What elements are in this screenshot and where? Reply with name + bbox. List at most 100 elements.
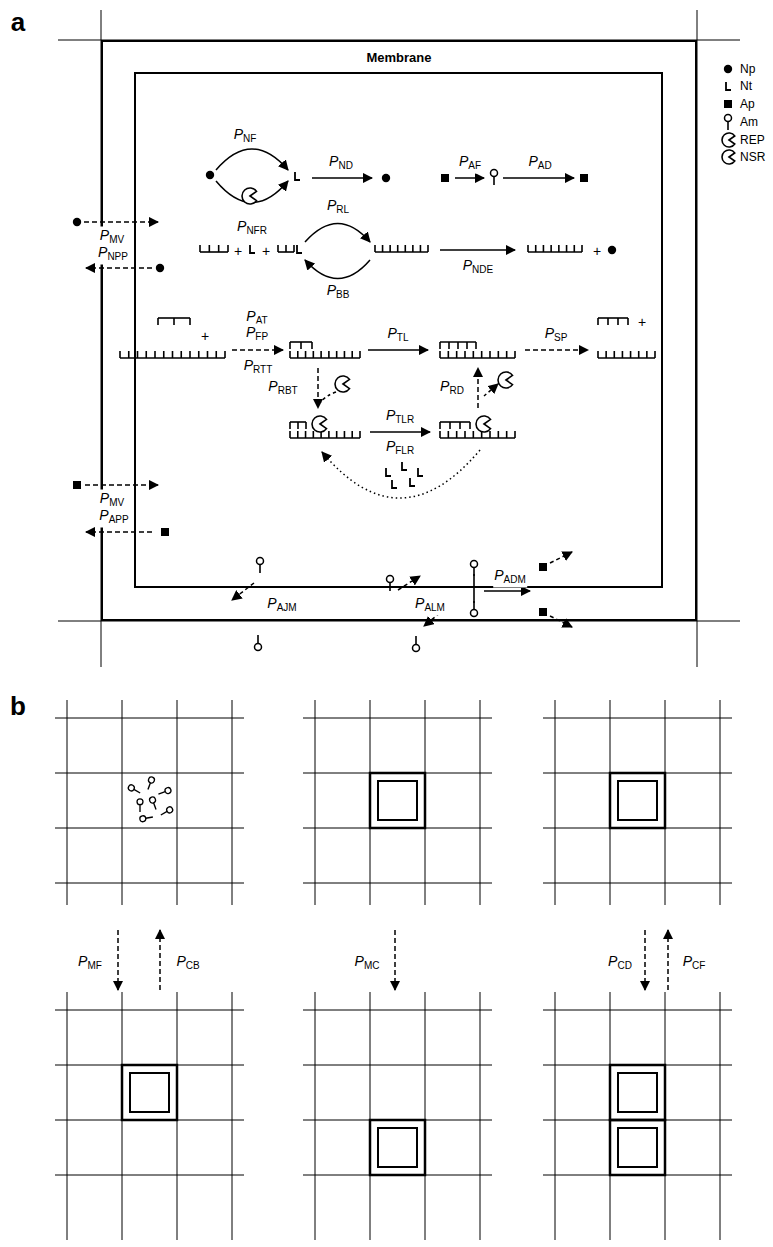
- strand-base: [320, 351, 322, 358]
- strand-base: [439, 342, 441, 349]
- strand-backbone: [440, 357, 515, 359]
- am-stem: [259, 565, 261, 574]
- grid-line: [720, 992, 721, 1240]
- strand-base: [456, 351, 458, 358]
- am-stem: [389, 583, 391, 592]
- strand-base: [305, 422, 307, 429]
- strand-base: [469, 422, 471, 429]
- rate-symbol: P: [268, 378, 277, 394]
- rate-subscript: NDE: [472, 264, 493, 275]
- panel-letter: b: [9, 692, 27, 720]
- legend-text: NSR: [740, 150, 765, 164]
- grid-line: [67, 992, 68, 1240]
- strand-base: [374, 245, 376, 252]
- am-head: [139, 815, 146, 822]
- am-symbol: [257, 558, 264, 574]
- arrow-line: [117, 930, 119, 990]
- am-head: [387, 576, 394, 583]
- grid-line: [315, 700, 316, 905]
- am-stem: [257, 635, 259, 644]
- arrow-line: [85, 484, 158, 486]
- strand-base: [328, 431, 330, 438]
- strand-base: [456, 431, 458, 438]
- am-symbol: [137, 799, 143, 812]
- arrow-line: [368, 349, 428, 351]
- arc-arrow: [216, 149, 288, 170]
- arrow-line: [550, 616, 572, 627]
- cell-outer: [610, 1120, 665, 1175]
- rate-subscript: ND: [338, 160, 352, 171]
- strand-backbone: [440, 437, 515, 439]
- strand-base: [154, 351, 156, 358]
- am-symbol: [725, 115, 732, 131]
- ap-square: [539, 608, 547, 616]
- rate-label: PRD: [439, 378, 465, 399]
- grid-line: [232, 700, 233, 905]
- rate-subscript: CD: [617, 960, 631, 971]
- grid-line: [55, 1175, 244, 1176]
- strand-base: [527, 245, 529, 252]
- strand-base: [157, 318, 159, 325]
- am-stem: [415, 636, 417, 645]
- am-stem: [139, 805, 140, 812]
- strand-base: [630, 351, 632, 358]
- rate-symbol: P: [329, 153, 338, 169]
- am-head: [471, 561, 478, 568]
- legend-text: Am: [740, 115, 758, 129]
- am-symbol: [255, 635, 262, 651]
- grid-line: [55, 1010, 244, 1011]
- rate-label: PRTT: [243, 357, 274, 378]
- rate-label: PRBT: [267, 378, 298, 399]
- strand-base: [119, 351, 121, 358]
- artwork: [55, 10, 740, 1240]
- strand-base: [498, 431, 500, 438]
- am-stem: [154, 803, 156, 810]
- nt-symbol: [726, 82, 731, 90]
- rate-label: PAD: [527, 153, 552, 174]
- grid-line: [303, 883, 492, 884]
- cell-inner: [618, 1128, 657, 1167]
- ap-square: [539, 563, 547, 571]
- rate-subscript: SP: [554, 332, 567, 343]
- grid-line: [232, 992, 233, 1240]
- grid-line: [555, 700, 556, 905]
- cell-inner: [378, 1128, 417, 1167]
- am-symbol: [471, 561, 478, 577]
- enzyme-symbol: [335, 376, 350, 392]
- rate-label: PFP: [245, 324, 269, 345]
- am-stem: [134, 789, 140, 793]
- arrow-line: [159, 930, 161, 990]
- strand-base: [313, 351, 315, 358]
- rate-symbol: P: [98, 244, 107, 260]
- cell-inner: [130, 1073, 169, 1112]
- strand-base: [297, 422, 299, 429]
- np-dot: [724, 65, 732, 73]
- strand-base: [207, 351, 209, 358]
- strand-base: [420, 245, 422, 252]
- strand-base: [128, 351, 130, 358]
- cell-outer: [122, 1065, 177, 1120]
- ap-square: [724, 100, 732, 108]
- strand-base: [382, 245, 384, 252]
- am-symbol: [149, 796, 159, 810]
- arrow-line: [484, 384, 498, 396]
- rate-symbol: P: [386, 438, 395, 454]
- strand-base: [227, 245, 229, 252]
- am-head: [413, 645, 420, 652]
- nt-symbol: [402, 462, 407, 470]
- np-dot: [382, 174, 390, 182]
- plus-sign: +: [261, 243, 271, 259]
- am-link: [473, 574, 475, 603]
- arrow-line: [232, 583, 254, 600]
- rate-symbol: P: [608, 953, 617, 969]
- strand-base: [351, 351, 353, 358]
- strand-base: [558, 245, 560, 252]
- arrow-line: [394, 930, 396, 990]
- rate-label: PADM: [493, 567, 527, 588]
- rate-subscript: NPP: [107, 251, 128, 262]
- arrow-line: [525, 349, 588, 351]
- am-stem: [493, 177, 495, 186]
- grid-line: [122, 700, 123, 905]
- strand-base: [475, 342, 477, 349]
